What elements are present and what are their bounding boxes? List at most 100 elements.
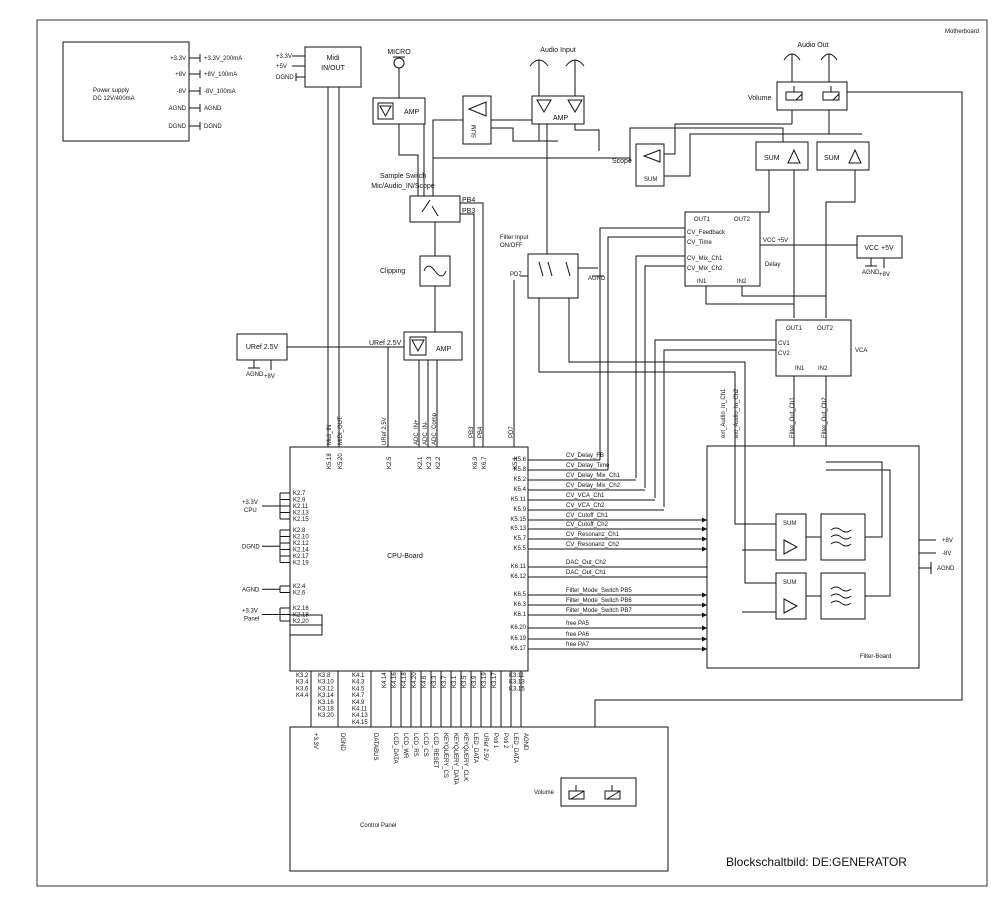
cpu-right-pin: K5.13 — [510, 526, 526, 532]
svg-text:-8V: -8V — [942, 551, 951, 557]
svg-text:ext_Audio_In_Ch1: ext_Audio_In_Ch1 — [721, 388, 727, 438]
cpu-signal-label: CV_Cutoff_Ch1 — [566, 513, 609, 519]
svg-text:Filter_Out_Ch1: Filter_Out_Ch1 — [790, 397, 796, 438]
cpu-signal-label: CV_Delay_Mix_Ch1 — [566, 473, 621, 479]
cpu-right-pin: K5.4 — [514, 487, 527, 493]
vcc-box: VCC +5V AGND +8V — [856, 235, 903, 278]
cpu-signal-label: CV_VCA_Ch1 — [566, 493, 605, 499]
cpu-right-pin: K5.8 — [514, 467, 527, 473]
cpu-bottom-pin: K3.6 — [296, 686, 309, 692]
rail-output: AGND — [204, 106, 222, 112]
audio-out: Audio Out — [783, 42, 838, 82]
panel-signal-label: Poti 1 — [492, 733, 498, 749]
svg-text:MIDI_OUT: MIDI_OUT — [338, 416, 344, 445]
svg-text:SUM: SUM — [783, 521, 796, 527]
panel-signal-label: KEYQUERY_CS — [442, 733, 448, 778]
micro-label: MICRO — [387, 49, 411, 56]
svg-text:IN/OUT: IN/OUT — [321, 65, 345, 72]
svg-text:PB3: PB3 — [469, 426, 475, 438]
panel-signal-label: DGND — [339, 733, 345, 751]
svg-text:SUM: SUM — [764, 155, 780, 162]
svg-text:CV2: CV2 — [778, 351, 790, 357]
cpu-right-pin: K5.5 — [514, 546, 527, 552]
cpu-bottom-pin: K4.3 — [352, 680, 365, 686]
input-amp: AMP — [531, 95, 585, 125]
panel-signal-label: LCD_RESET — [432, 733, 438, 769]
mic-amp: AMP — [372, 97, 426, 125]
cpu-bottom-pin: K3.5 — [462, 675, 468, 688]
svg-text:OUT2: OUT2 — [817, 326, 834, 332]
cpu-left-pin: K2.20 — [293, 619, 309, 625]
panel-signal-label: LCD_DATA — [392, 733, 398, 763]
audio-input: Audio Input — [529, 47, 585, 96]
rail-output: DGND — [204, 124, 222, 130]
svg-text:ext_Audio_In_Ch2: ext_Audio_In_Ch2 — [734, 388, 740, 438]
filter-lpf-1 — [820, 513, 866, 561]
svg-text:OUT1: OUT1 — [786, 326, 803, 332]
cpu-right-pin: K6.5 — [514, 592, 527, 598]
cpu-left-pin: K2.11 — [293, 504, 309, 510]
motherboard-frame — [36, 19, 988, 887]
panel-signal-label: LCD_RS — [412, 733, 418, 757]
cpu-right-pin: K5.2 — [514, 477, 527, 483]
panel-signal-label: AGND — [522, 733, 528, 751]
cpu-bottom-pin: K3.4 — [296, 680, 309, 686]
rail-label: +3.3V — [170, 56, 186, 62]
cpu-left-pins: K2.7K2.9K2.11K2.13K2.15+3.3VCPUK2.8K2.10… — [242, 491, 323, 636]
svg-text:ADC_Comp: ADC_Comp — [432, 412, 438, 445]
svg-text:Mic/Audio_IN/Scope: Mic/Audio_IN/Scope — [371, 183, 435, 190]
panel-volume-label: Volume — [534, 790, 555, 796]
cpu-right-pin: K6.3 — [514, 602, 527, 608]
filter-board: Filter-Board SUM SUM +8V -8V AGND — [706, 440, 955, 669]
cpu-signal-label: CV_Cutoff_Ch2 — [566, 522, 609, 528]
cpu-board-label: CPU-Board — [387, 553, 423, 560]
svg-text:IN1: IN1 — [697, 279, 707, 285]
svg-text:Audio Out: Audio Out — [797, 42, 828, 49]
svg-text:Midi_IN: Midi_IN — [327, 425, 333, 445]
svg-text:URef 2.5V: URef 2.5V — [369, 340, 402, 347]
svg-text:Midi: Midi — [327, 55, 340, 62]
cpu-bottom-pin: K4.9 — [352, 700, 365, 706]
cpu-right-pin: K6.1 — [514, 612, 527, 618]
svg-text:IN2: IN2 — [818, 366, 828, 372]
rail-output: +3.3V_200mA — [204, 56, 242, 62]
panel-signal-label: DATABUS — [372, 733, 378, 760]
svg-text:+8V: +8V — [264, 374, 275, 380]
svg-text:VCA: VCA — [855, 348, 867, 354]
svg-text:PD7: PD7 — [509, 426, 515, 438]
filter-lpf-2 — [820, 572, 866, 620]
cpu-bottom-pins: K3.2K3.4K3.6K4.4K3.8K3.10K3.12K3.14K3.16… — [296, 672, 525, 726]
vca-block: OUT1 OUT2 CV1 CV2 IN1 IN2 VCA — [775, 319, 867, 514]
cpu-group-label: DGND — [242, 544, 260, 550]
cpu-bottom-pin: K4.13 — [352, 713, 368, 719]
cpu-bottom-pin: K3.8 — [318, 673, 331, 679]
cpu-bottom-pin: K3.10 — [318, 680, 334, 686]
svg-text:AMP: AMP — [404, 109, 420, 116]
svg-text:URef 2.5V: URef 2.5V — [382, 417, 388, 445]
power-supply-label: Power supply — [93, 88, 129, 94]
cpu-left-pin: K2.12 — [293, 541, 309, 547]
svg-text:+8V: +8V — [942, 538, 953, 544]
cpu-group-label: AGND — [242, 587, 260, 593]
svg-text:OUT1: OUT1 — [694, 217, 711, 223]
svg-text:PB3: PB3 — [462, 208, 475, 215]
svg-text:CV1: CV1 — [778, 341, 790, 347]
cpu-signal-label: DAC_Out_Ch2 — [566, 560, 607, 566]
cpu-signal-label: free PA7 — [566, 642, 590, 648]
cpu-bottom-pin: K4.20 — [412, 672, 418, 688]
cpu-top-pin: K5.1 — [513, 456, 519, 469]
svg-text:Control Panel: Control Panel — [360, 823, 396, 829]
cpu-bottom-pin: K3.13 — [509, 680, 525, 686]
cpu-bottom-pin: K3.20 — [318, 713, 334, 719]
rail-output: +8V_100mA — [204, 72, 237, 78]
cpu-bottom-pin: K3.1 — [452, 675, 458, 688]
cpu-left-pin: K2.19 — [293, 561, 309, 567]
cpu-bottom-pin: K4.18 — [402, 672, 408, 688]
cpu-bottom-pin: K3.17 — [492, 672, 498, 688]
panel-signal-label: LED_DATA — [512, 733, 518, 763]
cpu-left-pin: K2.10 — [293, 535, 309, 541]
svg-text:AGND: AGND — [937, 566, 955, 572]
